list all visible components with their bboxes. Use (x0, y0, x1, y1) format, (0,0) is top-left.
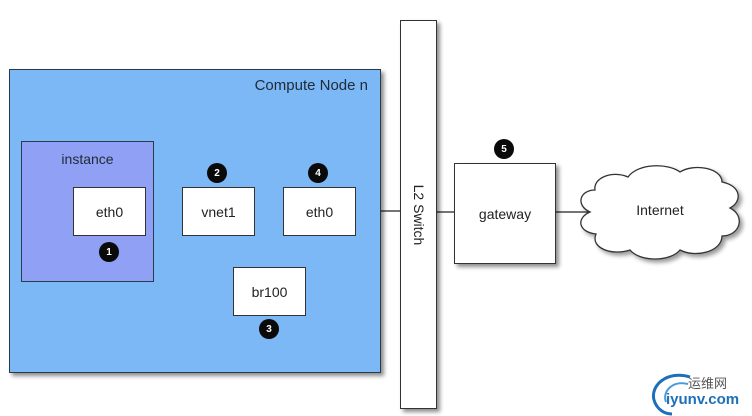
vnet1-box: vnet1 (182, 187, 255, 236)
badge-2: 2 (207, 163, 227, 183)
badge-1: 1 (99, 242, 119, 262)
instance-eth0-box: eth0 (73, 187, 146, 236)
host-eth0-box: eth0 (283, 187, 356, 236)
instance-label: instance (61, 151, 114, 167)
watermark-chinese: 运维网 (688, 376, 728, 391)
badge-3: 3 (259, 319, 279, 339)
br100-box: br100 (233, 267, 306, 316)
gateway-label: gateway (478, 205, 532, 222)
watermark-site: iyunv.com (666, 391, 740, 408)
gateway-box: gateway (454, 163, 556, 264)
instance-eth0-label: eth0 (95, 203, 124, 220)
compute-node-label: Compute Node n (254, 77, 368, 94)
l2-switch-box: L2 Switch (400, 20, 437, 409)
badge-4: 4 (308, 163, 328, 183)
internet-label: Internet (636, 202, 684, 218)
vnet1-label: vnet1 (201, 203, 236, 220)
host-eth0-label: eth0 (305, 203, 334, 220)
badge-5: 5 (494, 139, 514, 159)
br100-label: br100 (251, 283, 288, 300)
